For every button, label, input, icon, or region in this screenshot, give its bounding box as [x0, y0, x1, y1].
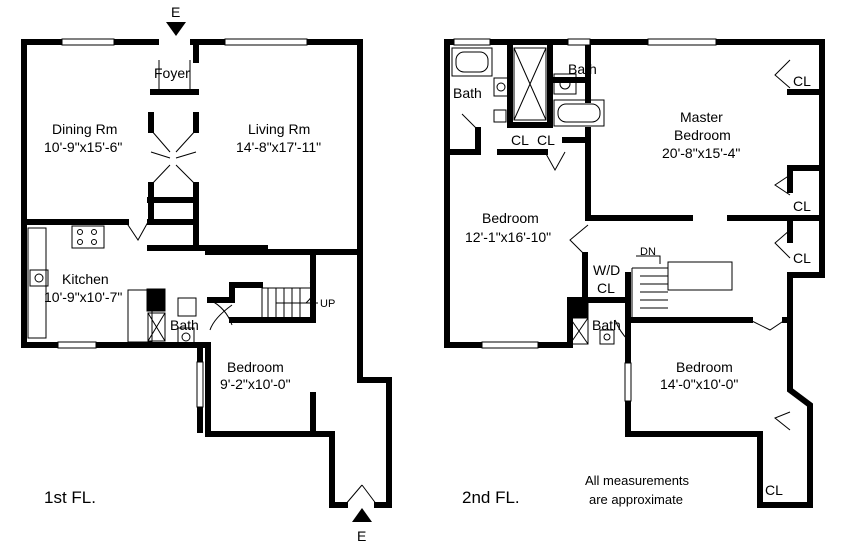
second-floor-stairs: [631, 255, 733, 318]
second-floor-doors: [461, 59, 791, 431]
second-floor-bedroom-right-dims: 14'-0"x10'-0": [660, 376, 738, 392]
second-floor-windows: [453, 38, 717, 402]
first-floor-bedroom-dims: 9'-2"x10'-0": [220, 376, 291, 392]
measurement-note-line-1: All measurements: [585, 473, 690, 488]
kitchen-dims: 10'-9"x10'-7": [44, 289, 122, 305]
closet-label-3: CL: [793, 73, 811, 89]
foyer-label: Foyer: [154, 65, 190, 81]
second-floor-bath-small-label: Bath: [592, 317, 621, 333]
first-floor-stair-label: UP: [320, 298, 335, 310]
closet-label-4: CL: [793, 198, 811, 214]
living-room-name: Living Rm: [248, 121, 310, 137]
second-floor-label: 2nd FL.: [462, 488, 520, 507]
entry-label-bottom: E: [357, 528, 366, 544]
wd-closet-label-1: W/D: [593, 262, 620, 278]
kitchen-fixtures: [27, 225, 197, 345]
second-floor-bedroom-left-name: Bedroom: [482, 210, 539, 226]
entry-label-top: E: [171, 4, 180, 20]
second-floor-stair-label: DN: [640, 246, 656, 258]
measurement-note-line-2: are approximate: [589, 492, 683, 507]
first-floor-doors: [125, 60, 378, 506]
second-floor-bedroom-right-name: Bedroom: [676, 359, 733, 375]
master-bedroom-dims: 20'-8"x15'-4": [662, 145, 740, 161]
wd-closet-label-2: CL: [597, 280, 615, 296]
second-floor-bath-left-label: Bath: [453, 85, 482, 101]
first-floor-label: 1st FL.: [44, 488, 96, 507]
first-floor-windows: [57, 38, 308, 408]
closet-label-5: CL: [793, 250, 811, 266]
second-floor-bath-top-label: Bath: [568, 61, 597, 77]
first-floor-bath-label: Bath: [170, 317, 199, 333]
first-floor-bedroom-name: Bedroom: [227, 359, 284, 375]
entry-arrow-bottom: [352, 508, 372, 522]
kitchen-name: Kitchen: [62, 271, 109, 287]
master-bedroom-name-2: Bedroom: [674, 127, 731, 143]
living-room-dims: 14'-8"x17'-11": [236, 139, 321, 155]
dining-room-dims: 10'-9"x15'-6": [44, 139, 122, 155]
closet-label-6: CL: [765, 482, 783, 498]
second-floor-walls: [444, 39, 825, 508]
master-bedroom-name-1: Master: [680, 109, 723, 125]
entry-arrow-top: [166, 22, 186, 36]
first-floor-stairs: [261, 281, 318, 318]
closet-label-1: CL: [511, 132, 529, 148]
second-floor-fixtures: [451, 47, 615, 345]
second-floor-bedroom-left-dims: 12'-1"x16'-10": [465, 229, 551, 245]
closet-label-2: CL: [537, 132, 555, 148]
dining-room-name: Dining Rm: [52, 121, 117, 137]
